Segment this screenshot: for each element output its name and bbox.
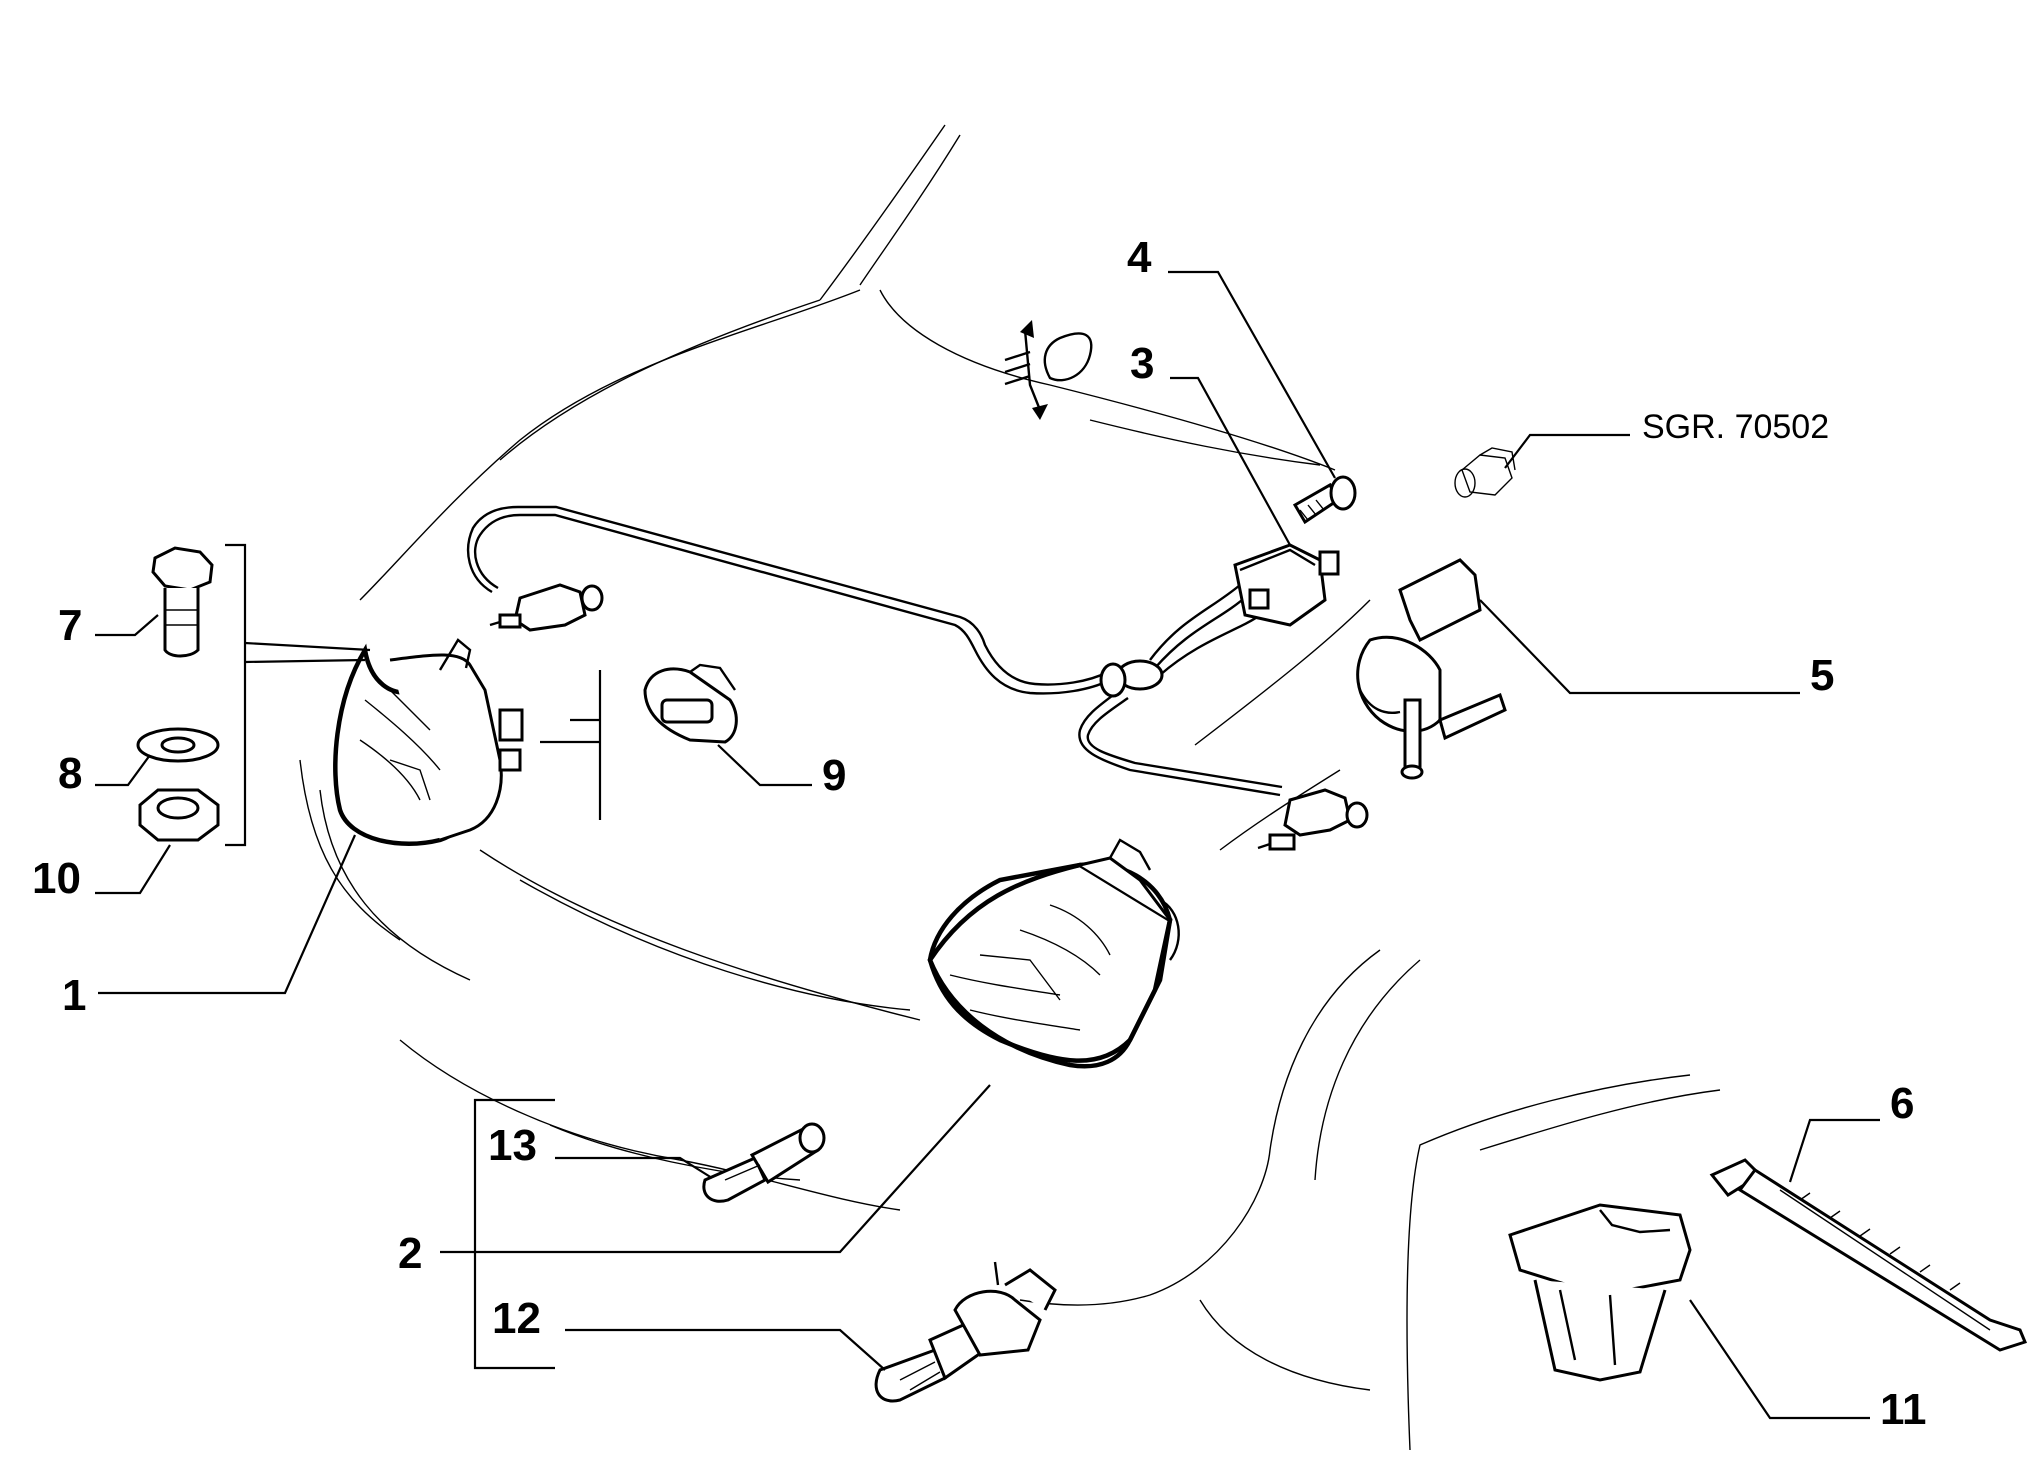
label-part-2: 2 [398, 1229, 422, 1278]
label-part-9: 9 [822, 751, 846, 800]
nut-part-10 [138, 788, 220, 842]
switch-part-3 [1233, 543, 1340, 627]
label-part-3: 3 [1130, 339, 1154, 388]
label-part-8: 8 [58, 749, 82, 798]
label-part-13: 13 [488, 1121, 537, 1170]
clip-holder-part-11 [1508, 1203, 1692, 1382]
bracket-part-5 [1356, 558, 1507, 780]
headlamp-level-adjust-icon [1004, 320, 1093, 420]
cable-tie-part-6 [1709, 1158, 2028, 1352]
headlamp-part-1 [333, 638, 524, 846]
bolt-part-7 [151, 546, 214, 658]
label-sgr-reference: SGR. 70502 [1642, 408, 1829, 446]
label-part-7: 7 [58, 601, 82, 650]
wiring-harness [466, 505, 1283, 797]
label-part-1: 1 [62, 971, 86, 1020]
harness-grommet [1099, 659, 1164, 698]
car-body-outline [299, 124, 1721, 1451]
leveling-connector-right [1257, 788, 1369, 851]
bulb-part-13 [702, 1122, 826, 1203]
bulb-part-12 [874, 1261, 1057, 1403]
group-brackets [225, 543, 602, 1370]
clip-part-9 [643, 663, 738, 744]
sgr-70502-part [1454, 447, 1516, 498]
washer-part-8 [136, 727, 220, 763]
leader-lines [95, 270, 1880, 1420]
label-part-4: 4 [1127, 233, 1152, 282]
label-part-12: 12 [492, 1294, 541, 1343]
leveling-connector-left [489, 583, 604, 632]
label-part-11: 11 [1880, 1385, 1927, 1434]
label-part-10: 10 [32, 854, 81, 903]
headlamp-part-2 [927, 838, 1180, 1069]
part-labels: 1 2 3 4 5 6 7 8 9 10 11 12 13 SGR. 70502 [32, 233, 1927, 1434]
label-part-5: 5 [1810, 651, 1834, 700]
screw-part-4 [1292, 475, 1357, 525]
label-part-6: 6 [1890, 1079, 1914, 1128]
